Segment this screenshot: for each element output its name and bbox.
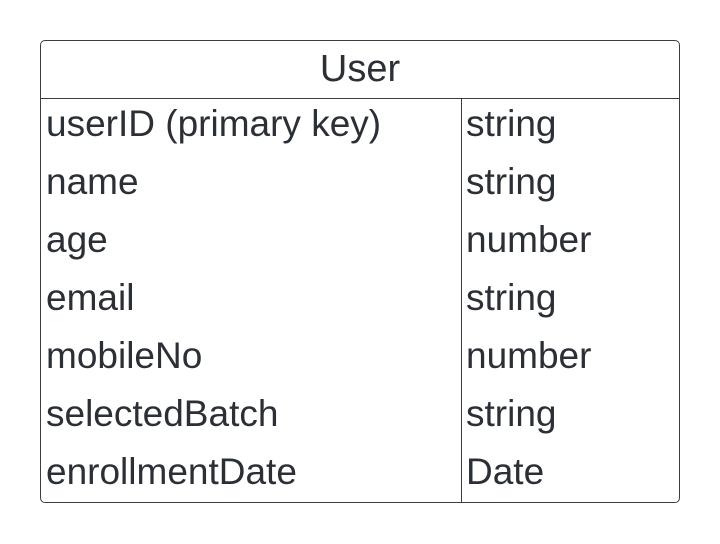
entity-fields: userID (primary key) string name string … xyxy=(41,99,679,505)
field-row: email string xyxy=(41,273,679,331)
column-divider xyxy=(461,99,462,503)
field-type: Date xyxy=(466,451,545,492)
field-name: mobileNo xyxy=(46,335,203,376)
field-name: userID (primary key) xyxy=(46,103,382,144)
field-name: enrollmentDate xyxy=(46,451,297,492)
field-name: selectedBatch xyxy=(46,393,279,434)
field-type: number xyxy=(466,219,592,260)
field-row: selectedBatch string xyxy=(41,389,679,447)
field-row: enrollmentDate Date xyxy=(41,447,679,505)
entity-title: User xyxy=(319,47,401,90)
field-name: name xyxy=(46,161,139,202)
field-name: age xyxy=(46,219,108,260)
field-name: email xyxy=(46,277,135,318)
field-type: string xyxy=(466,393,557,434)
field-type: number xyxy=(466,335,592,376)
field-type: string xyxy=(466,103,557,144)
field-row: userID (primary key) string xyxy=(41,99,679,157)
field-row: mobileNo number xyxy=(41,331,679,389)
entity-header: User xyxy=(41,41,679,99)
field-type: string xyxy=(466,161,557,202)
field-row: age number xyxy=(41,215,679,273)
field-row: name string xyxy=(41,157,679,215)
field-type: string xyxy=(466,277,557,318)
user-entity-box: User userID (primary key) string name st… xyxy=(40,40,680,503)
